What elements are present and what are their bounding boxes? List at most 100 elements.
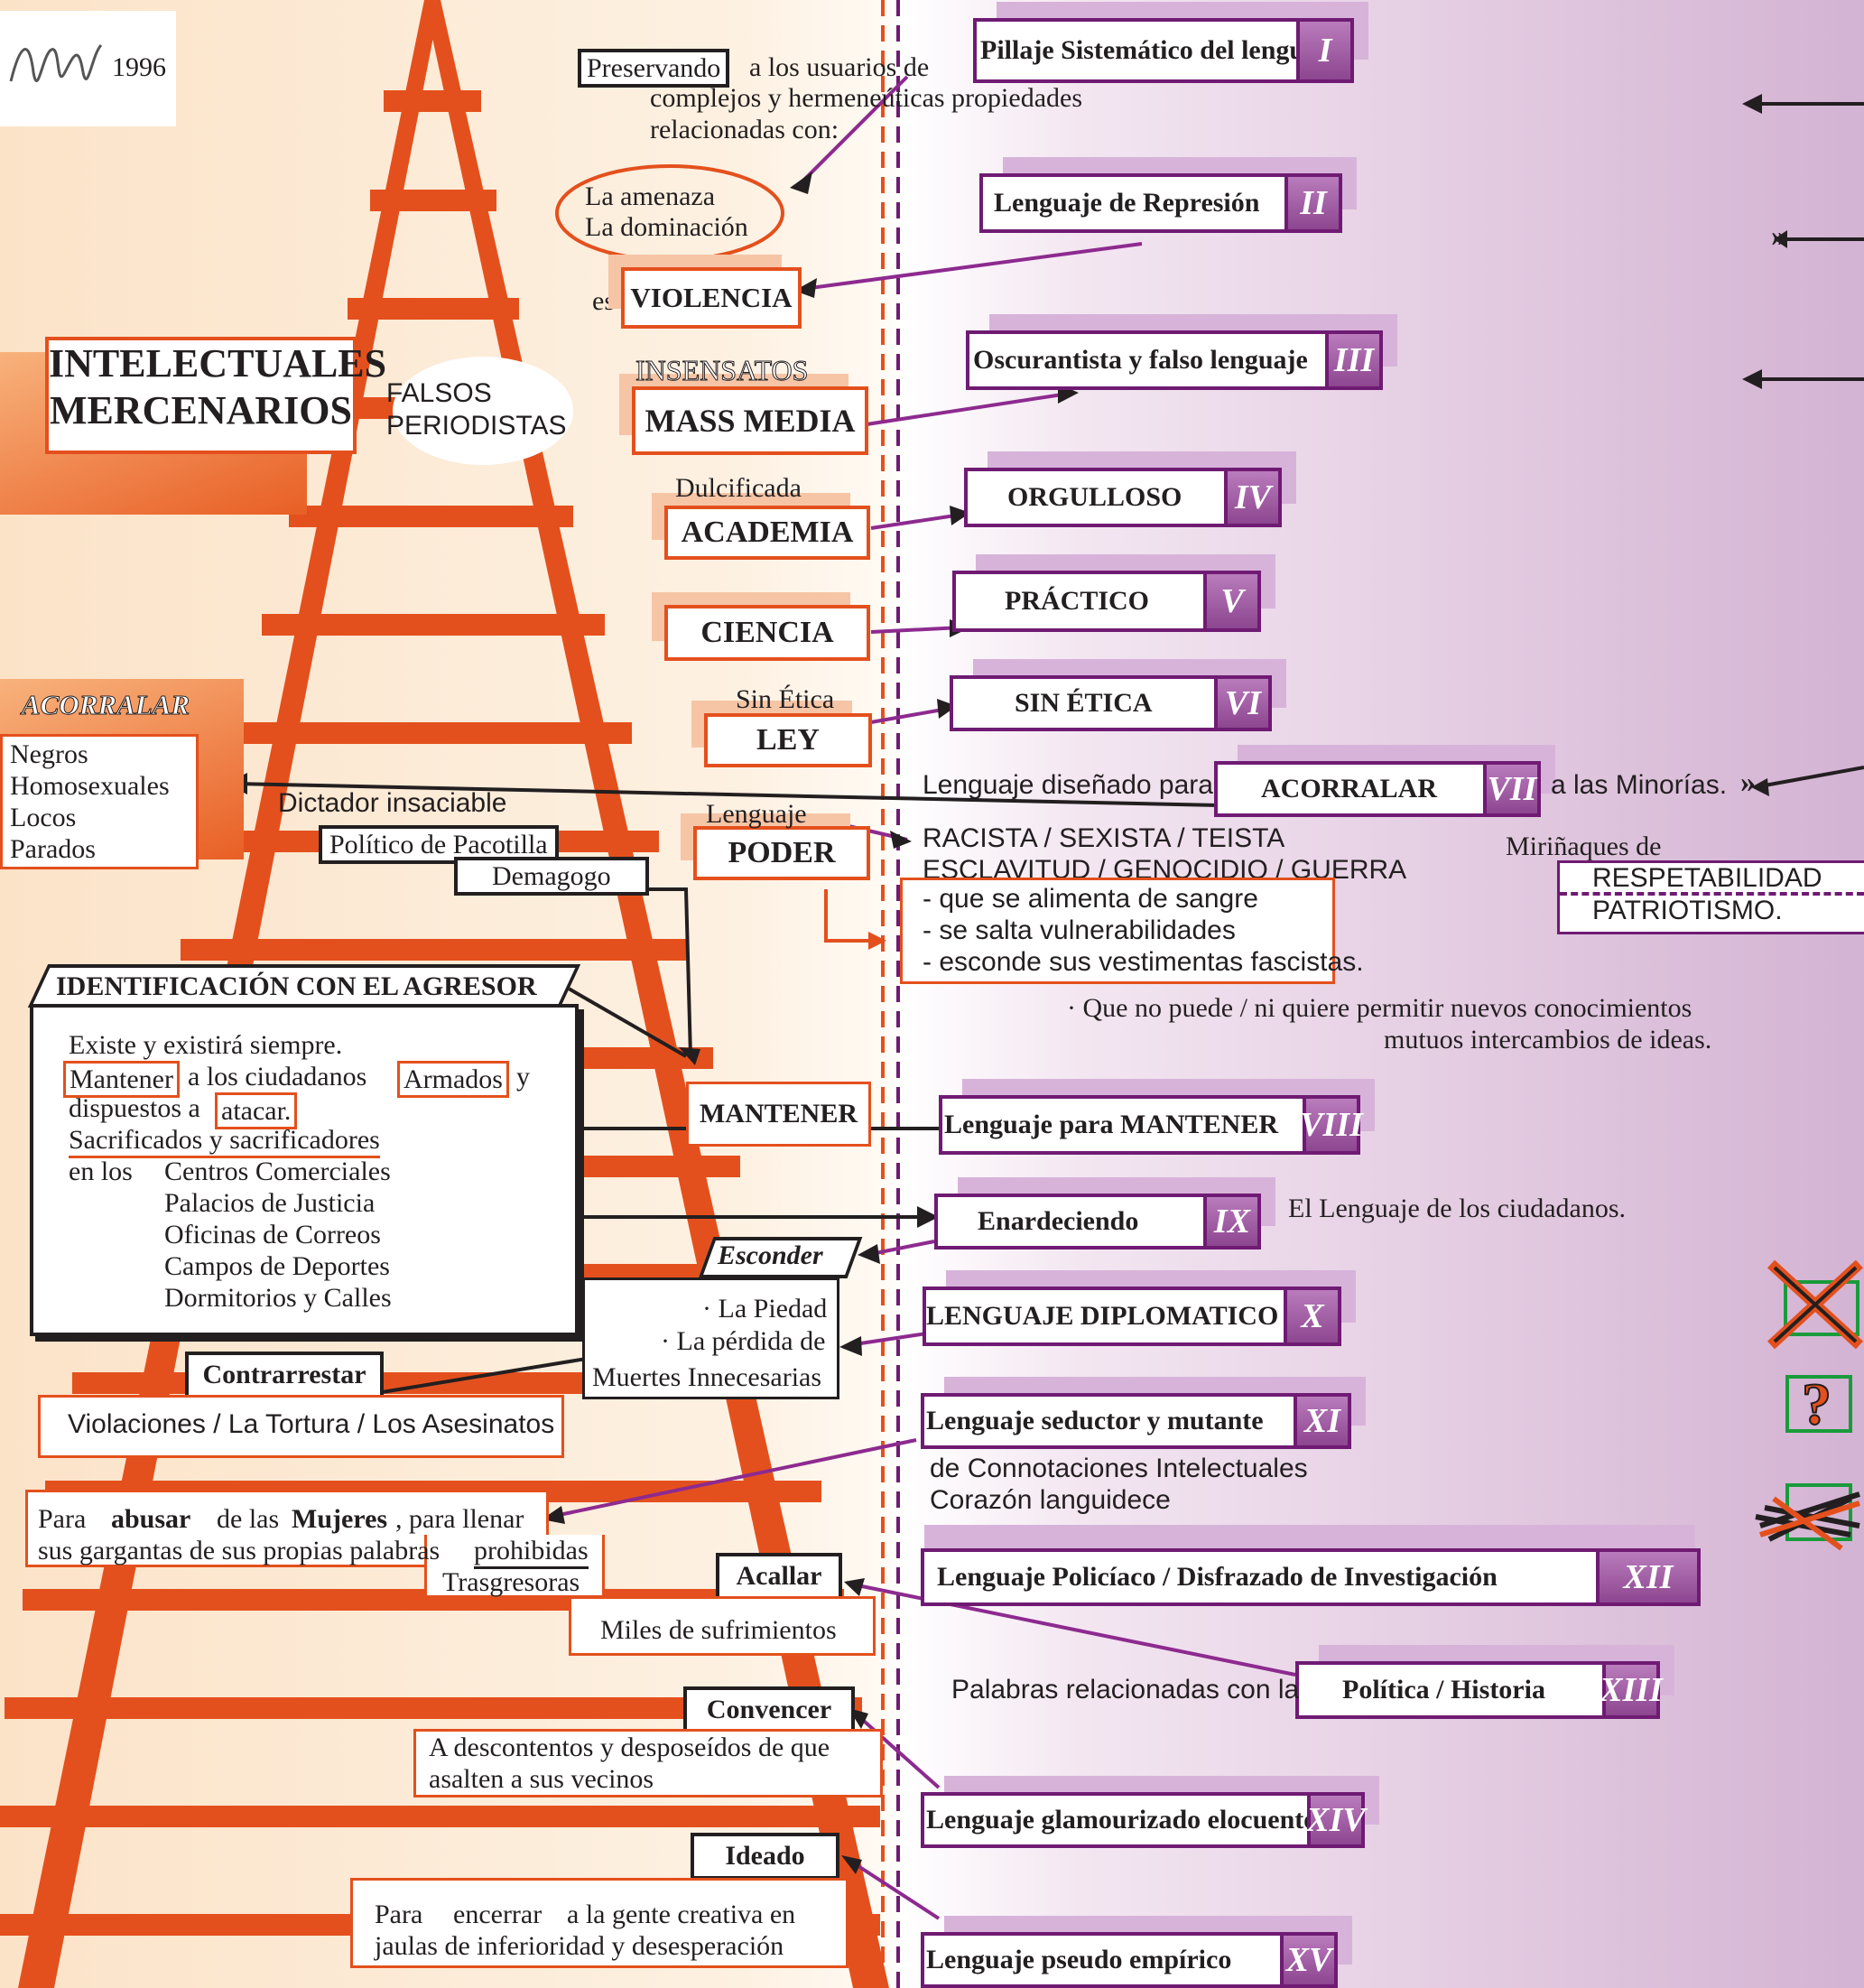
- academia-top: Dulcificada: [675, 473, 802, 503]
- lenguaje-box-ii: Lenguaje de Represión II: [979, 173, 1342, 233]
- lenguaje-label: Lenguaje seductor y mutante: [926, 1406, 1264, 1435]
- lenguaje-box-i: Pillaje Sistemático del lenguaje I: [973, 18, 1354, 83]
- poder-box: PODER: [693, 826, 870, 880]
- signature: [0, 11, 176, 126]
- lenguaje-box-vi: SIN ÉTICA VI: [950, 675, 1272, 731]
- place: Oficinas de Correos: [164, 1220, 381, 1249]
- falsos-bubble: [393, 357, 573, 465]
- legend-icons: [1755, 1259, 1864, 1551]
- academia-box: ACADEMIA: [664, 506, 870, 560]
- lenguaje-num: XI: [1294, 1393, 1351, 1449]
- lenguaje-box-xiv: Lenguaje glamourizado elocuente XIV: [921, 1792, 1366, 1848]
- lenguaje-box-viii: Lenguaje para MANTENER VIII: [939, 1095, 1363, 1155]
- ideado-l1b: encerrar: [453, 1900, 543, 1929]
- id-l3a: dispuestos a: [69, 1093, 200, 1123]
- acallar-text: Miles de sufrimientos: [600, 1615, 837, 1645]
- abusar-l3: Trasgresoras: [442, 1567, 580, 1597]
- contrarrestar-text: Violaciones / La Tortura / Los Asesinato…: [68, 1409, 555, 1439]
- question-mark-icon: ?: [1801, 1370, 1832, 1438]
- lenguaje-num: VI: [1214, 675, 1272, 731]
- falsos-line2: PERIODISTAS: [386, 411, 567, 441]
- lenguaje-num: VIII: [1300, 1095, 1363, 1155]
- year: 1996: [112, 52, 166, 82]
- id-l2c: Armados: [397, 1061, 509, 1098]
- double-chevron-icon: »: [1771, 219, 1786, 253]
- lenguaje-box-xiii: Política / Historia XIII: [1295, 1661, 1663, 1719]
- identificacion-box: [30, 1004, 579, 1336]
- lenguaje-num: II: [1284, 173, 1342, 233]
- lenguaje-label: Oscurantista y falso lenguaje: [973, 345, 1308, 375]
- lenguaje-num: XII: [1596, 1548, 1701, 1606]
- violencia-box: VIOLENCIA: [621, 267, 802, 329]
- academia-label: ACADEMIA: [681, 516, 854, 549]
- place: Centros Comerciales: [164, 1157, 391, 1186]
- abusar-d: Mujeres: [292, 1504, 388, 1534]
- acorralar-item: Parados: [10, 834, 96, 864]
- lenguaje-box-xii: Lenguaje Policíaco / Disfrazado de Inves…: [921, 1548, 1701, 1606]
- falsos-line1: FALSOS: [386, 378, 492, 408]
- lenguaje-num: V: [1203, 571, 1261, 632]
- id-l1: Existe y existirá siempre.: [69, 1030, 343, 1060]
- mass-media-box: MASS MEDIA: [632, 386, 868, 455]
- lenguaje-num: III: [1325, 330, 1383, 390]
- ideado-title: Ideado: [691, 1833, 839, 1880]
- lenguaje-label: Política / Historia: [1342, 1675, 1545, 1705]
- lenguaje-box-xi: Lenguaje seductor y mutante XI: [921, 1393, 1351, 1449]
- intro-line1: a los usuarios de: [749, 52, 930, 82]
- lenguaje-label: PRÁCTICO: [1005, 586, 1150, 616]
- mirinaques-l1: RESPETABILIDAD: [1592, 863, 1822, 893]
- lenguaje-label: Lenguaje Policíaco / Disfrazado de Inves…: [937, 1562, 1498, 1592]
- id-l2b: a los ciudadanos: [188, 1062, 367, 1092]
- acorralar-item: Locos: [10, 803, 77, 832]
- acorralar-title: ACORRALAR: [21, 689, 190, 721]
- lenguaje-box-vii: ACORRALAR VII: [1214, 761, 1541, 817]
- racista-b2: - se salta vulnerabilidades: [923, 915, 1236, 945]
- racista-b3: - esconde sus vestimentas fascistas.: [923, 947, 1364, 977]
- lenguaje-label: Lenguaje glamourizado elocuente: [926, 1805, 1316, 1835]
- double-chevron-icon: »: [1740, 766, 1756, 799]
- ladder-right-rail: [424, 0, 889, 1988]
- ideado-l1c: a la gente creativa en: [567, 1900, 796, 1929]
- convencer-l1: A descontentos y desposeídos de que: [429, 1733, 830, 1762]
- lenguaje-label: Enardeciendo: [978, 1206, 1139, 1236]
- connotaciones-l2: Corazón languidece: [930, 1485, 1171, 1515]
- racista-l1: RACISTA / SEXISTA / TEISTA: [923, 823, 1285, 853]
- mass-media-top: INSENSATOS: [635, 354, 809, 386]
- contrarrestar-title: Contrarrestar: [185, 1352, 384, 1398]
- acorralar-item: Homosexuales: [10, 771, 170, 801]
- signature-mark: [9, 43, 103, 82]
- amenaza-line2: La dominación: [585, 212, 748, 242]
- lenguaje-num: IV: [1224, 468, 1282, 527]
- poder-label: PODER: [728, 836, 836, 869]
- identificacion-title: IDENTIFICACIÓN CON EL AGRESOR: [56, 971, 537, 1001]
- violencia-prefix: es: [592, 286, 615, 316]
- id-l2d: y: [516, 1062, 530, 1092]
- ideado-box: [350, 1878, 849, 1968]
- quenopuede-l2: mutuos intercambios de ideas.: [1384, 1025, 1712, 1054]
- lenguaje-num: XIV: [1306, 1792, 1366, 1848]
- mirinaques-box: [1557, 860, 1864, 934]
- mass-media-label: MASS MEDIA: [645, 403, 856, 439]
- palabras-rel: Palabras relacionadas con la: [951, 1675, 1300, 1705]
- ley-top: Sin Ética: [736, 684, 835, 714]
- vii-pre: Lenguaje diseñado para: [923, 770, 1213, 800]
- id-l5a: en los: [69, 1157, 133, 1186]
- vii-post: a las Minorías.: [1551, 770, 1728, 800]
- lenguaje-num: XIII: [1600, 1661, 1663, 1719]
- esconder-l3: Muertes Innecesarias: [592, 1362, 822, 1392]
- demagogo: Demagogo: [454, 857, 649, 896]
- connotaciones-l1: de Connotaciones Intelectuales: [930, 1454, 1308, 1483]
- convencer-box: [413, 1729, 883, 1798]
- esconder-title: Esconder: [718, 1240, 823, 1270]
- id-l3b: atacar.: [215, 1092, 298, 1129]
- place: Palacios de Justicia: [164, 1188, 376, 1218]
- lenguaje-num: VII: [1483, 761, 1541, 817]
- intro-line3: relacionadas con:: [650, 115, 839, 144]
- intro-line2: complejos y hermeneúticas propiedades: [650, 83, 1083, 113]
- lenguaje-box-v: PRÁCTICO V: [952, 571, 1261, 632]
- abusar-l2b: prohibidas: [474, 1535, 589, 1569]
- lenguaje-num: XV: [1280, 1932, 1338, 1988]
- convencer-title: Convencer: [683, 1686, 855, 1733]
- id-l4: Sacrificados y sacrificadores: [69, 1124, 380, 1158]
- ley-label: LEY: [756, 723, 820, 757]
